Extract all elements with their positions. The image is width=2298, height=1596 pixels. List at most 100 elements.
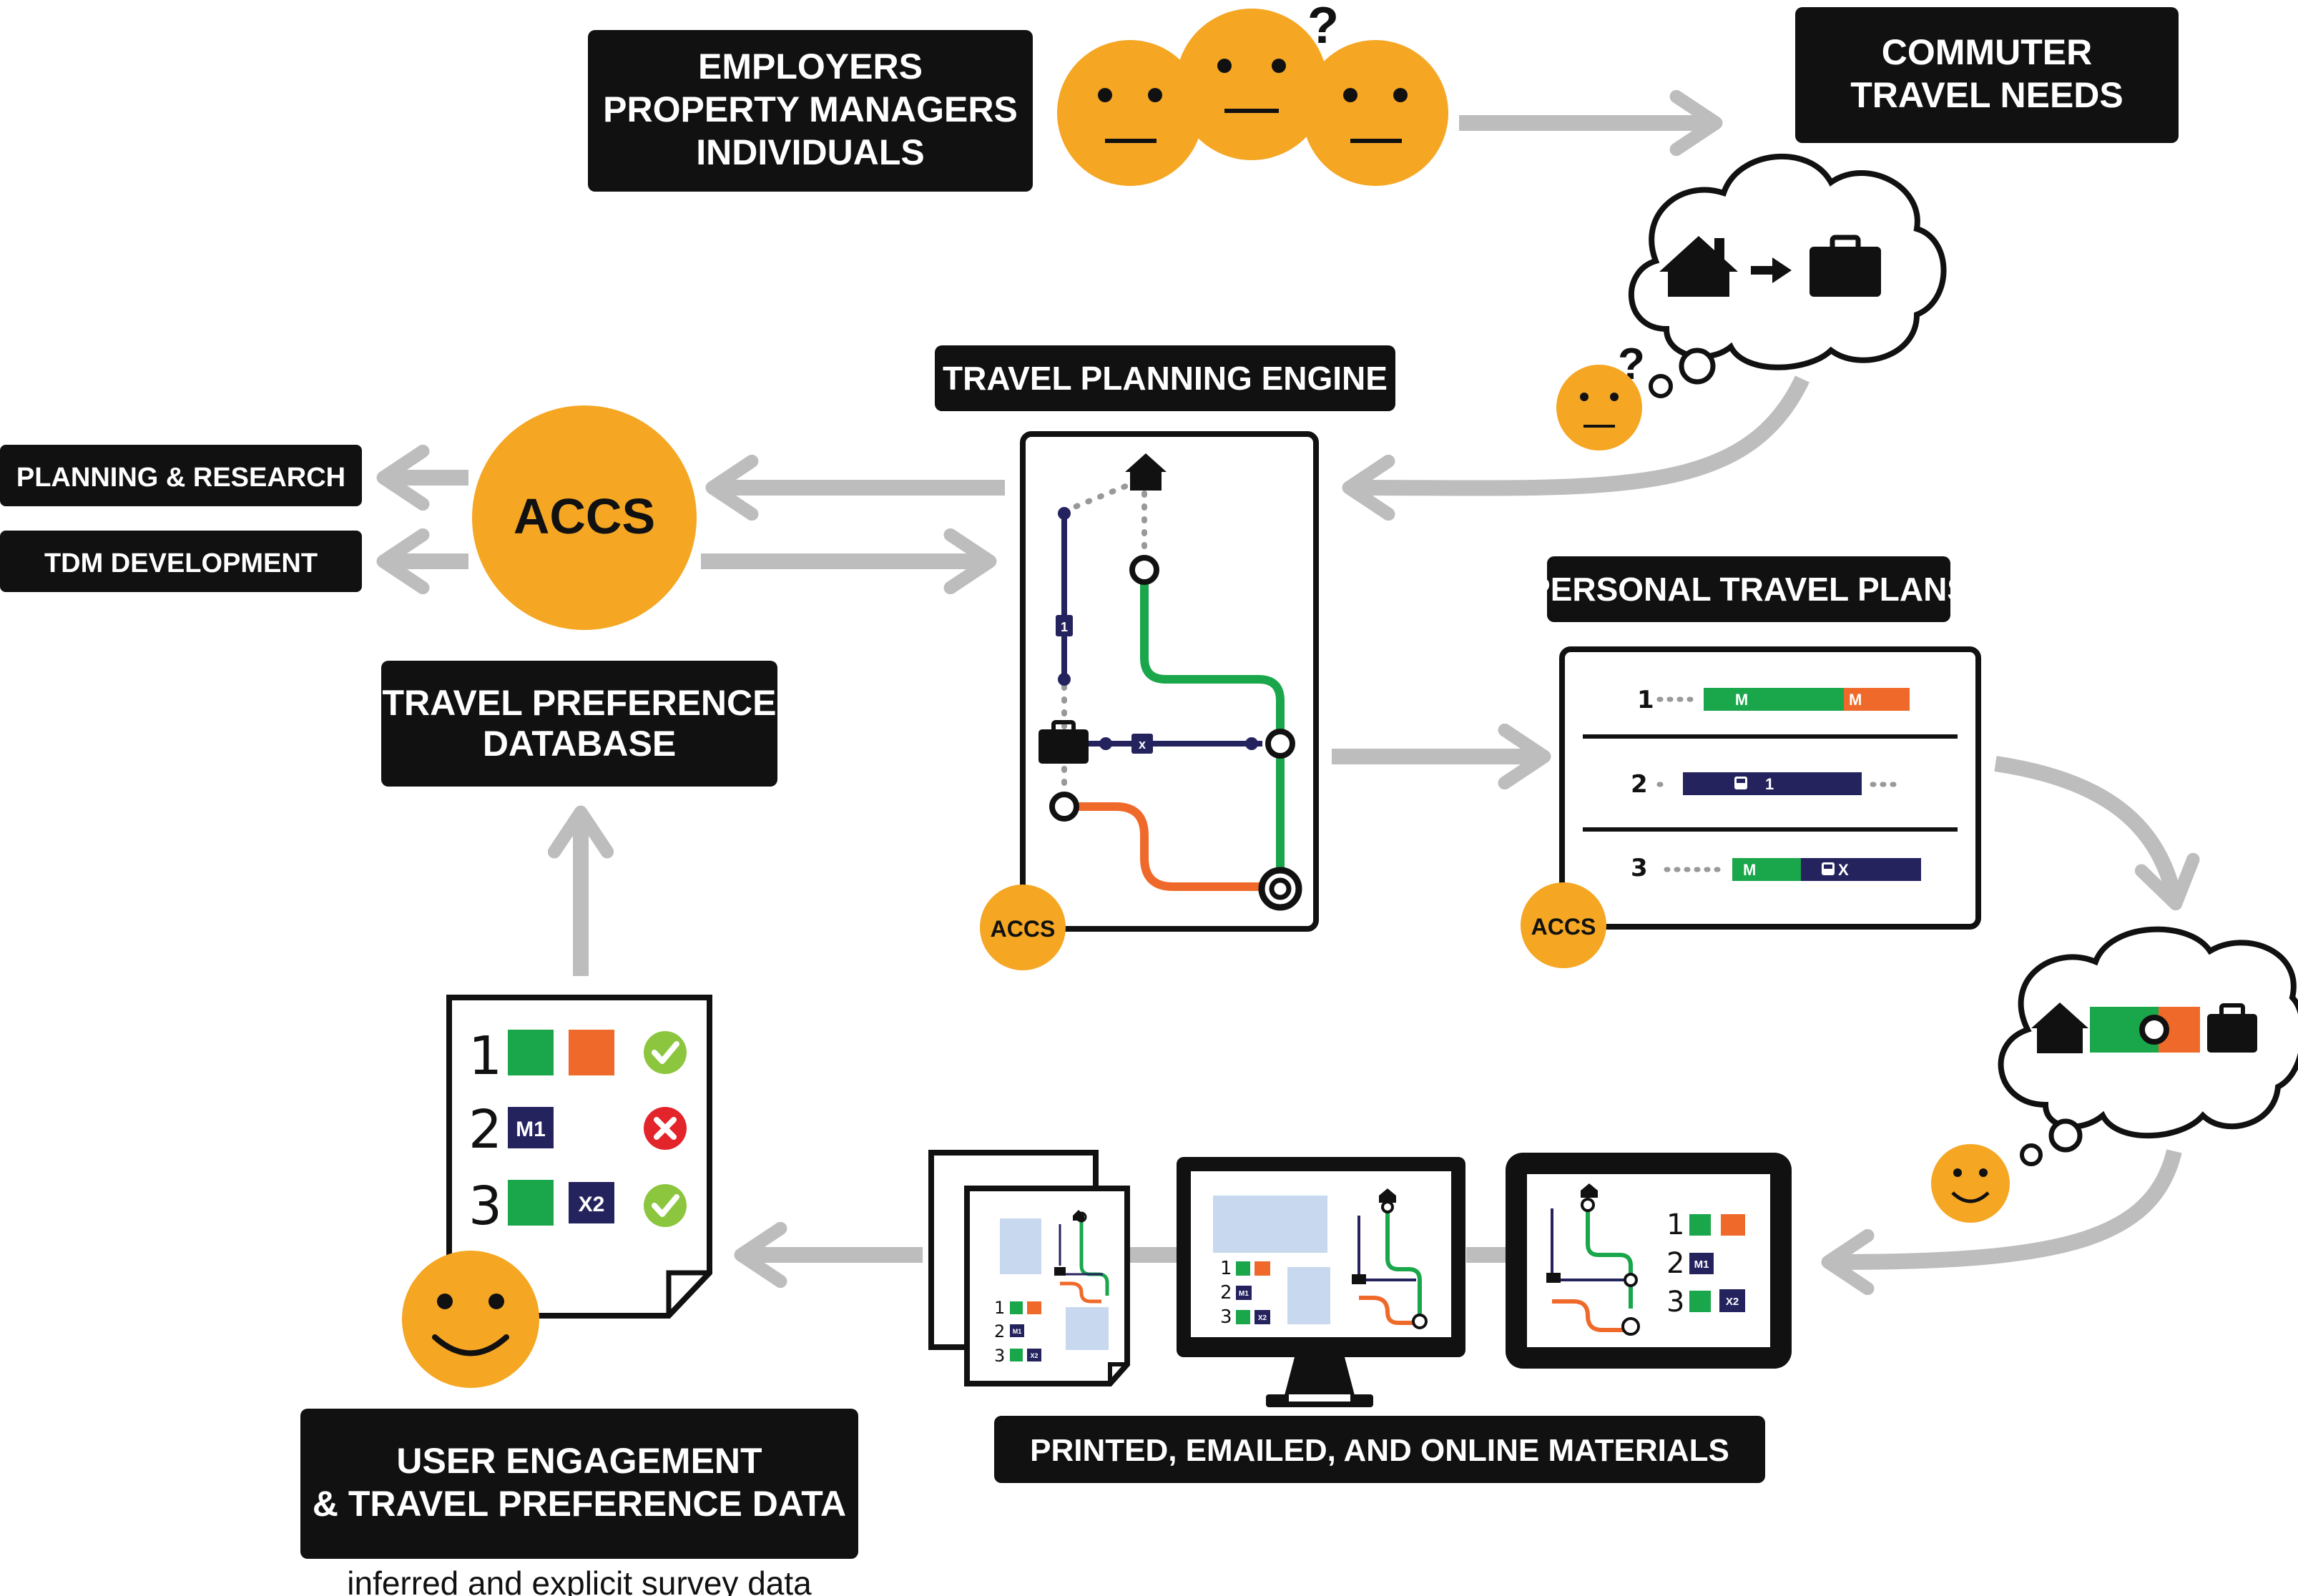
svg-text:3: 3 bbox=[468, 1176, 502, 1237]
travel-plan-row: 3 M X bbox=[1631, 854, 1921, 882]
line-1-marker: 1 bbox=[1056, 615, 1073, 636]
travel-planning-engine-label: TRAVEL PLANNING ENGINE bbox=[935, 345, 1395, 411]
svg-text:M1: M1 bbox=[1013, 1328, 1022, 1335]
svg-text:M1: M1 bbox=[1239, 1290, 1249, 1298]
travel-planning-engine-card: 1 x bbox=[1020, 431, 1319, 932]
svg-text:X2: X2 bbox=[1030, 1352, 1038, 1359]
flow-arrows bbox=[376, 89, 2200, 1296]
actors-line-3: INDIVIDUALS bbox=[696, 132, 924, 172]
bus-icon bbox=[1734, 777, 1747, 789]
thought-cloud-icon bbox=[1998, 926, 2298, 1166]
svg-text:M1: M1 bbox=[1694, 1258, 1709, 1271]
svg-text:PRINTED, EMAILED, AND ONLINE: PRINTED, EMAILED, AND ONLINE MATERIALS bbox=[1030, 1433, 1729, 1468]
line-x-marker: x bbox=[1131, 734, 1153, 754]
svg-text:1: 1 bbox=[468, 1025, 502, 1087]
svg-text:3: 3 bbox=[1666, 1286, 1684, 1319]
svg-text:1: 1 bbox=[1061, 620, 1068, 634]
svg-text:M: M bbox=[1743, 861, 1756, 879]
svg-text:2: 2 bbox=[1666, 1247, 1684, 1280]
svg-text:PLANNING & RESEARCH: PLANNING & RESEARCH bbox=[16, 463, 345, 493]
question-mark-icon: ? bbox=[1307, 0, 1339, 54]
user-engagement-label: USER ENGAGEMENT & TRAVEL PREFERENCE DATA bbox=[300, 1409, 858, 1559]
svg-text:ACCS: ACCS bbox=[991, 916, 1056, 942]
svg-text:M1: M1 bbox=[516, 1118, 546, 1141]
accs-hub: ACCS bbox=[472, 405, 697, 630]
svg-text:& TRAVEL PREFERENCE DATA: & TRAVEL PREFERENCE DATA bbox=[313, 1484, 846, 1524]
thought-cloud-icon: ? bbox=[1618, 153, 1947, 398]
check-icon bbox=[644, 1031, 687, 1074]
svg-text:2: 2 bbox=[468, 1099, 502, 1161]
orange-route-line bbox=[1076, 802, 1266, 891]
bus-line-1: 1 bbox=[1765, 775, 1774, 793]
arrow-cloud-to-tablet bbox=[1821, 1149, 2182, 1296]
svg-text:2: 2 bbox=[994, 1321, 1005, 1341]
arrow-cloud-to-engine bbox=[1342, 375, 1810, 521]
svg-text:1: 1 bbox=[1666, 1208, 1684, 1241]
survey-document-icon: 1 2 M1 3 X2 bbox=[446, 995, 712, 1319]
bus-icon bbox=[1822, 862, 1835, 875]
actors-line-1: EMPLOYERS bbox=[698, 46, 923, 87]
travel-plan-row: 1 M M bbox=[1637, 686, 1910, 714]
svg-text:DATABASE: DATABASE bbox=[483, 724, 676, 764]
svg-text:TRAVEL PREFERENCE: TRAVEL PREFERENCE bbox=[382, 683, 776, 723]
commuter-needs-label: COMMUTER TRAVEL NEEDS bbox=[1795, 7, 2179, 143]
engagement-caption: inferred and explicit survey data bbox=[347, 1565, 812, 1596]
survey-row: 2 M1 bbox=[468, 1099, 687, 1161]
happy-face-icon bbox=[1931, 1144, 2010, 1223]
neutral-face-icon bbox=[1057, 40, 1203, 186]
materials-label: PRINTED, EMAILED, AND ONLINE MATERIALS bbox=[994, 1416, 1765, 1483]
survey-row: 1 bbox=[468, 1025, 687, 1087]
tdm-development-label: TDM DEVELOPMENT bbox=[0, 531, 362, 592]
accs-title: ACCS bbox=[514, 488, 655, 544]
svg-text:ACCS: ACCS bbox=[1531, 914, 1596, 940]
house-icon bbox=[2031, 1003, 2088, 1053]
svg-text:M: M bbox=[1735, 691, 1748, 709]
tablet-icon: 1 2 M1 3 X2 bbox=[1506, 1153, 1792, 1369]
actors-line-2: PROPERTY MANAGERS bbox=[603, 89, 1018, 129]
neutral-face-icon bbox=[1302, 40, 1448, 186]
actors-label: EMPLOYERS PROPERTY MANAGERS INDIVIDUALS bbox=[588, 30, 1033, 192]
svg-text:2: 2 bbox=[1220, 1282, 1232, 1304]
accs-badge: ACCS bbox=[980, 885, 1066, 970]
svg-text:3: 3 bbox=[994, 1346, 1005, 1366]
check-icon bbox=[644, 1184, 687, 1227]
personal-travel-plans-card: 1 M M 2 1 3 M bbox=[1559, 646, 1981, 930]
accs-badge: ACCS bbox=[1521, 882, 1606, 968]
briefcase-icon bbox=[1038, 720, 1089, 764]
station-marker bbox=[1129, 555, 1159, 585]
briefcase-icon bbox=[2207, 1003, 2257, 1053]
printed-materials-icon: 1 2 M1 3 X2 bbox=[928, 1150, 1130, 1386]
svg-text:M: M bbox=[1849, 691, 1862, 709]
planning-research-label: PLANNING & RESEARCH bbox=[0, 445, 362, 506]
dotted-walk-path bbox=[1061, 476, 1146, 514]
station-marker bbox=[1265, 729, 1295, 759]
svg-text:USER ENGAGEMENT: USER ENGAGEMENT bbox=[396, 1441, 762, 1481]
house-icon bbox=[1125, 453, 1167, 491]
svg-text:3: 3 bbox=[1631, 854, 1648, 882]
commuter-needs-line-1: COMMUTER bbox=[1882, 32, 2092, 72]
cross-icon bbox=[644, 1107, 687, 1150]
survey-row: 3 X2 bbox=[468, 1176, 687, 1237]
bus-line-x: X bbox=[1838, 861, 1849, 879]
station-marker bbox=[1049, 792, 1079, 822]
happy-face-icon bbox=[402, 1251, 539, 1388]
svg-text:X2: X2 bbox=[1726, 1296, 1739, 1308]
monitor-icon: 1 2 M1 3 X2 bbox=[1177, 1157, 1465, 1407]
svg-text:x: x bbox=[1139, 737, 1146, 752]
personal-travel-plans-label: PERSONAL TRAVEL PLANS bbox=[1528, 556, 1969, 622]
svg-text:TRAVEL PLANNING ENGINE: TRAVEL PLANNING ENGINE bbox=[943, 360, 1388, 397]
house-icon bbox=[1659, 236, 1738, 297]
confused-face-icon: ? bbox=[1176, 0, 1339, 160]
briefcase-icon bbox=[1810, 235, 1881, 297]
svg-text:1: 1 bbox=[994, 1298, 1005, 1318]
neutral-faces-group: ? bbox=[1057, 0, 1448, 186]
svg-text:PERSONAL TRAVEL PLANS: PERSONAL TRAVEL PLANS bbox=[1528, 571, 1969, 608]
green-route-line bbox=[1140, 583, 1285, 872]
svg-text:1: 1 bbox=[1637, 686, 1654, 714]
svg-text:X2: X2 bbox=[1258, 1314, 1267, 1322]
travel-preference-database-label: TRAVEL PREFERENCE DATABASE bbox=[381, 661, 777, 787]
svg-text:2: 2 bbox=[1631, 770, 1648, 799]
arrow-plans-to-cloud bbox=[1994, 756, 2200, 911]
arrow-right-icon bbox=[1751, 257, 1792, 283]
